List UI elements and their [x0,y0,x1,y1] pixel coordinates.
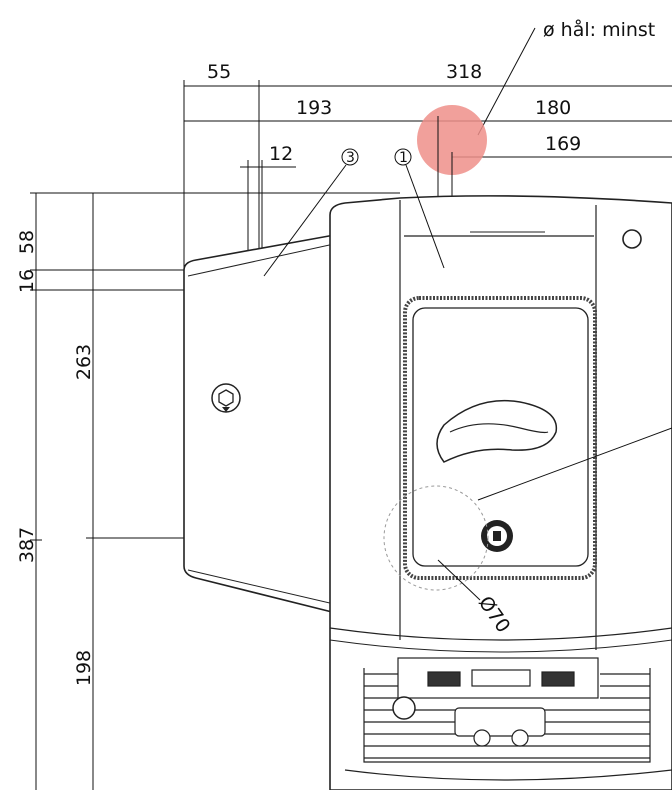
hole-position-marker [417,105,487,175]
hole-note-leader [477,27,536,136]
dim-193: 193 [296,97,332,119]
dim-180: 180 [535,97,571,119]
bottom-knob-icon [392,696,416,720]
outlet-circle [383,485,489,591]
lock-arrow-icon [222,407,230,412]
bottom-grille [344,657,672,781]
dim-55: 55 [207,61,231,83]
dim-12: 12 [269,143,293,165]
hole-note: ø hål: minst [543,18,655,41]
callout-3-label: 3 [346,150,355,166]
left-door-panel [183,233,351,616]
foot-left-icon [473,729,491,747]
dia-leader [437,559,481,601]
top-knob-icon [622,229,642,249]
callout-3 [341,148,359,166]
air-slot-line [449,423,549,434]
outlet-leader [477,427,672,501]
dim-16: 16 [16,269,38,293]
air-slot-emblem [436,399,558,463]
dim-387: 387 [16,527,38,563]
callout-1-leader [405,164,445,269]
dim-263: 263 [73,344,95,380]
dim-169: 169 [545,133,581,155]
dim-58: 58 [16,230,38,254]
callout-3-leader [263,164,347,277]
dim-198: 198 [73,650,95,686]
dim-318: 318 [446,61,482,83]
callout-1 [394,148,412,166]
hex-bolt-icon [218,389,234,407]
callout-1-label: 1 [399,150,408,166]
foot-right-icon [511,729,529,747]
